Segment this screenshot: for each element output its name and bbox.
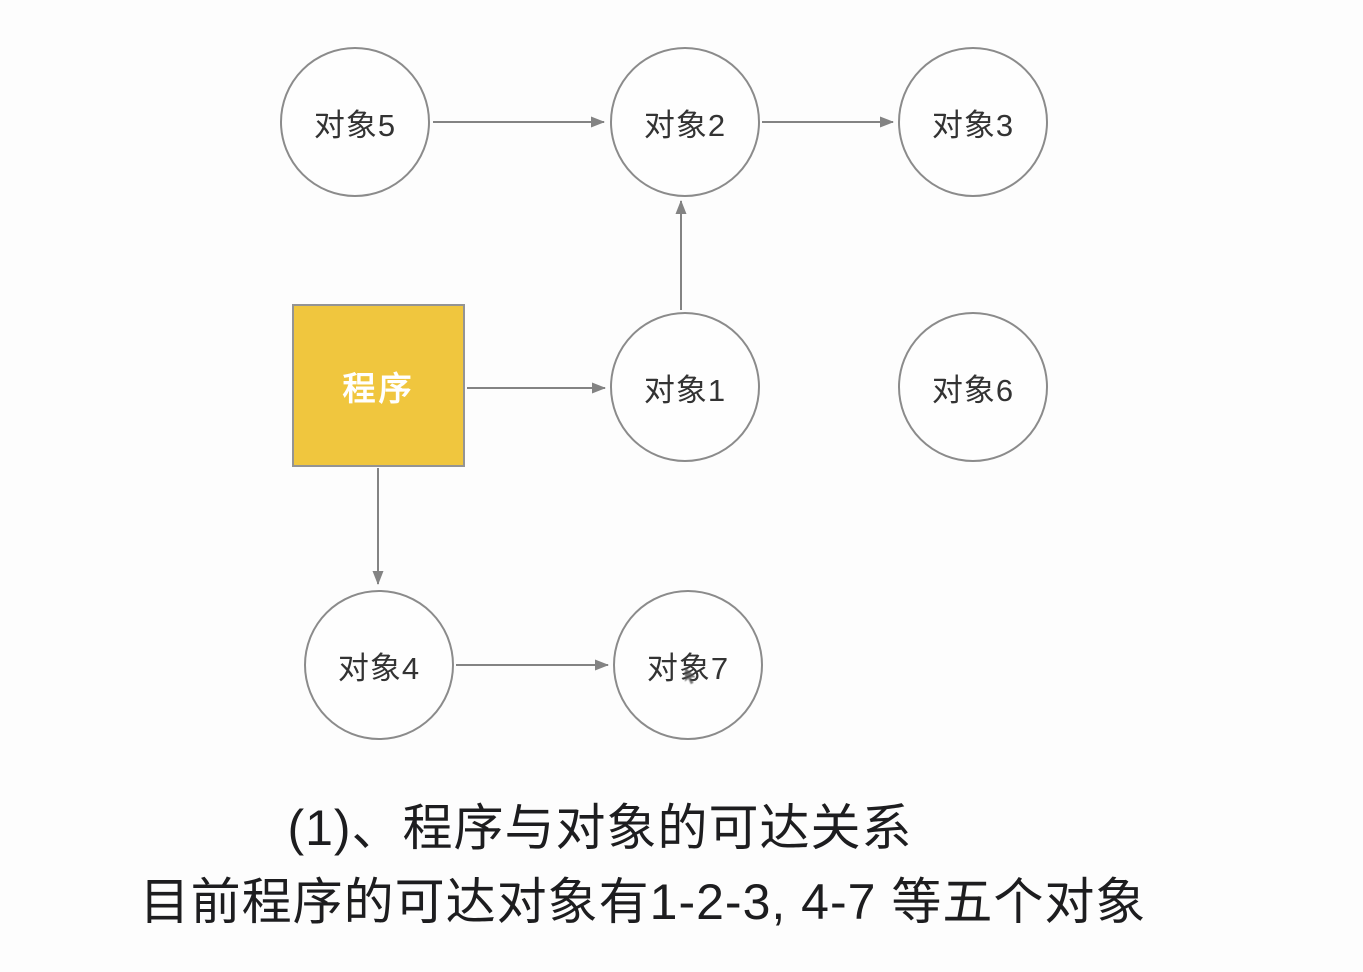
node-program-label: 程序: [342, 369, 415, 407]
node-object3: 对象3: [898, 47, 1048, 197]
node-object6: 对象6: [898, 312, 1048, 462]
node-object2-label: 对象2: [643, 107, 727, 143]
node-object1-label: 对象1: [643, 372, 727, 408]
node-object5: 对象5: [280, 47, 430, 197]
node-object3-label: 对象3: [931, 107, 1015, 143]
node-object7: 对象7: [613, 590, 763, 740]
node-object5-label: 对象5: [313, 107, 397, 143]
node-object7-label: 对象7: [646, 650, 730, 686]
caption-subtitle: 目前程序的可达对象有1-2-3, 4-7 等五个对象: [139, 874, 1147, 930]
mouse-cursor: [684, 667, 696, 685]
caption-title: (1)、程序与对象的可达关系: [287, 800, 913, 856]
node-object1: 对象1: [610, 312, 760, 462]
node-object4-label: 对象4: [337, 650, 421, 686]
node-object2: 对象2: [610, 47, 760, 197]
node-program: 程序: [292, 304, 465, 467]
node-object4: 对象4: [304, 590, 454, 740]
node-object6-label: 对象6: [931, 372, 1015, 408]
